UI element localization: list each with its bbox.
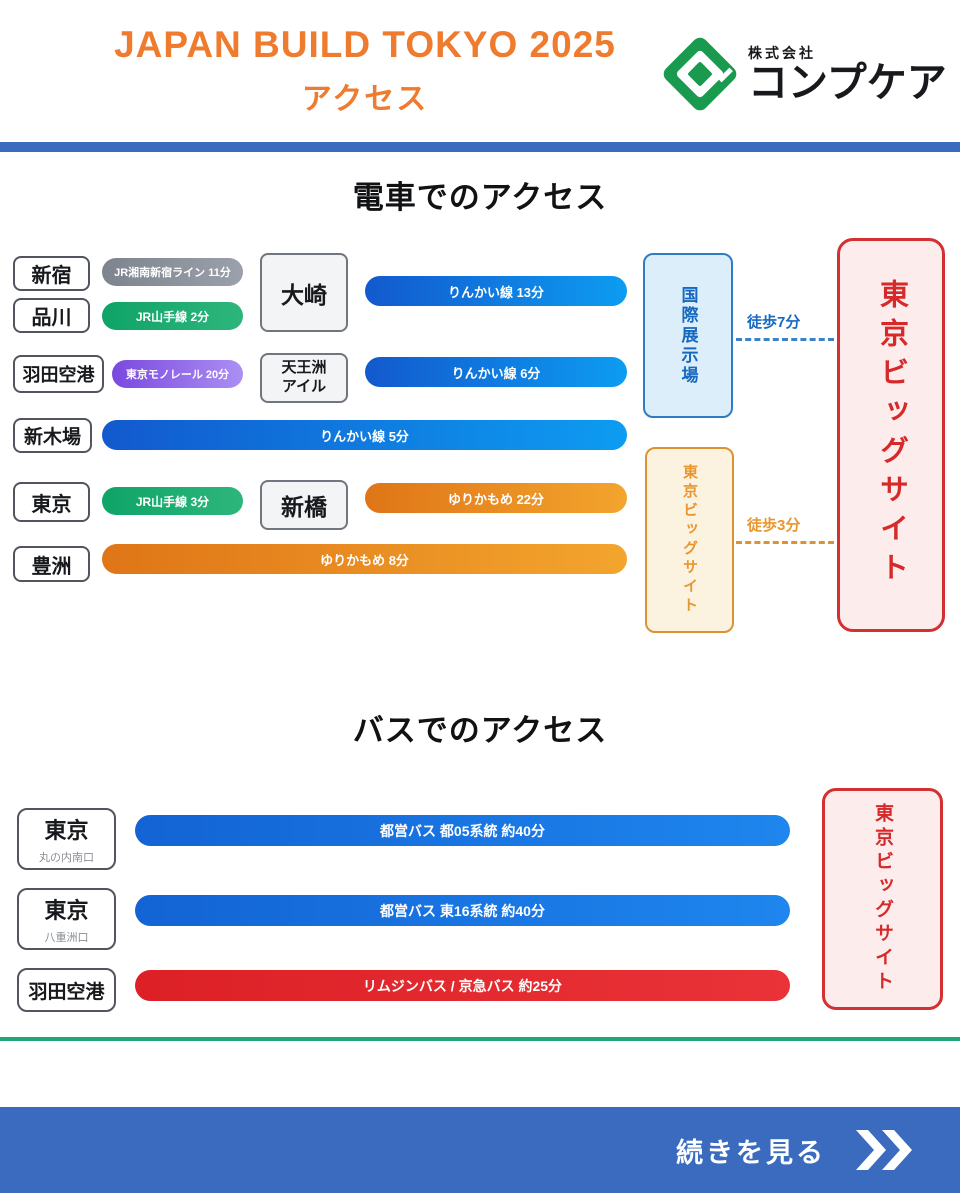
bus-origin-tokyo-yaesu: 東京 八重洲口 [17, 888, 116, 950]
dest-tokyo-big-sight: 東京ビッグサイト [837, 238, 945, 632]
transfer-shimbashi: 新橋 [260, 480, 348, 530]
bus-origin-label: 東京 [44, 898, 89, 923]
bus-dest-tokyo-big-sight: 東京ビッグサイト [822, 788, 943, 1010]
logo-company-prefix: 株式会社 [748, 44, 816, 61]
logo-company-name: コンプケア [748, 60, 947, 105]
station-shinjuku: 新宿 [13, 256, 90, 291]
bus-origin-label: 羽田空港 [28, 981, 105, 1003]
dest-bigsight-station: 東京ビッグサイト [645, 447, 734, 633]
walk-3min-label: 徒歩3分 [747, 517, 801, 534]
dest-bigsight-station-label: 東京ビッグサイト [681, 464, 698, 616]
bus-origin-label: 東京 [44, 818, 89, 843]
route-rinkai-6min: りんかい線 6分 [365, 357, 627, 387]
bus-route-toei-to05: 都営バス 都05系統 約40分 [135, 815, 790, 846]
dest-kokusai-tenjijo-label: 国際展示場 [678, 285, 698, 386]
route-yamanote-2min: JR山手線 2分 [102, 302, 243, 330]
page-title: JAPAN BUILD TOKYO 2025 アクセス [0, 24, 730, 118]
route-yamanote-3min: JR山手線 3分 [102, 487, 243, 515]
bus-section-title: バスでのアクセス [352, 713, 608, 748]
bus-route-limousine-keikyu: リムジンバス / 京急バス 約25分 [135, 970, 790, 1001]
transfer-tennozu-line2: アイル [281, 378, 327, 395]
route-tokyo-monorail: 東京モノレール 20分 [112, 360, 243, 388]
train-section-title: 電車でのアクセス [352, 180, 608, 215]
page-title-line2: アクセス [301, 83, 429, 116]
bus-origin-tokyo-marunouchi: 東京 丸の内南口 [17, 808, 116, 870]
see-more-label: 続きを見る [676, 1137, 826, 1168]
bus-origin-sublabel: 丸の内南口 [39, 852, 94, 864]
station-haneda: 羽田空港 [13, 355, 104, 393]
dest-kokusai-tenjijo: 国際展示場 [643, 253, 733, 418]
dest-tokyo-big-sight-label: 東京ビッグサイト [875, 279, 908, 591]
see-more-button[interactable]: 続きを見る [0, 1107, 960, 1193]
station-toyosu: 豊洲 [13, 546, 90, 582]
company-logo: 株式会社 コンプケア [660, 33, 950, 115]
walk-3min-dashed-line [736, 541, 834, 544]
header-divider [0, 142, 960, 152]
station-tokyo: 東京 [13, 482, 90, 522]
bus-origin-sublabel: 八重洲口 [44, 932, 89, 944]
route-yurikamome-22min: ゆりかもめ 22分 [365, 483, 627, 513]
double-chevron-right-icon [856, 1130, 912, 1170]
station-shinagawa: 品川 [13, 298, 90, 333]
station-shinkiba: 新木場 [13, 418, 92, 453]
logo-diamond-icon [660, 34, 740, 114]
walk-7min-label: 徒歩7分 [747, 314, 801, 331]
walk-7min-dashed-line [736, 338, 834, 341]
route-shonan-shinjuku-line: JR湘南新宿ライン 11分 [102, 258, 243, 286]
green-divider [0, 1037, 960, 1041]
logo-text: 株式会社 コンプケア [748, 46, 947, 103]
bus-dest-tokyo-big-sight-label: 東京ビッグサイト [872, 803, 893, 995]
transfer-osaki: 大崎 [260, 253, 348, 332]
route-rinkai-5min: りんかい線 5分 [102, 420, 627, 450]
bus-origin-haneda: 羽田空港 [17, 968, 116, 1012]
transfer-tennozu-line1: 天王洲 [281, 359, 327, 377]
page-title-line1: JAPAN BUILD TOKYO 2025 [114, 24, 616, 65]
transfer-tennozu-isle: 天王洲 アイル [260, 353, 348, 403]
route-rinkai-13min: りんかい線 13分 [365, 276, 627, 306]
bus-route-toei-higashi16: 都営バス 東16系統 約40分 [135, 895, 790, 926]
route-yurikamome-8min: ゆりかもめ 8分 [102, 544, 627, 574]
